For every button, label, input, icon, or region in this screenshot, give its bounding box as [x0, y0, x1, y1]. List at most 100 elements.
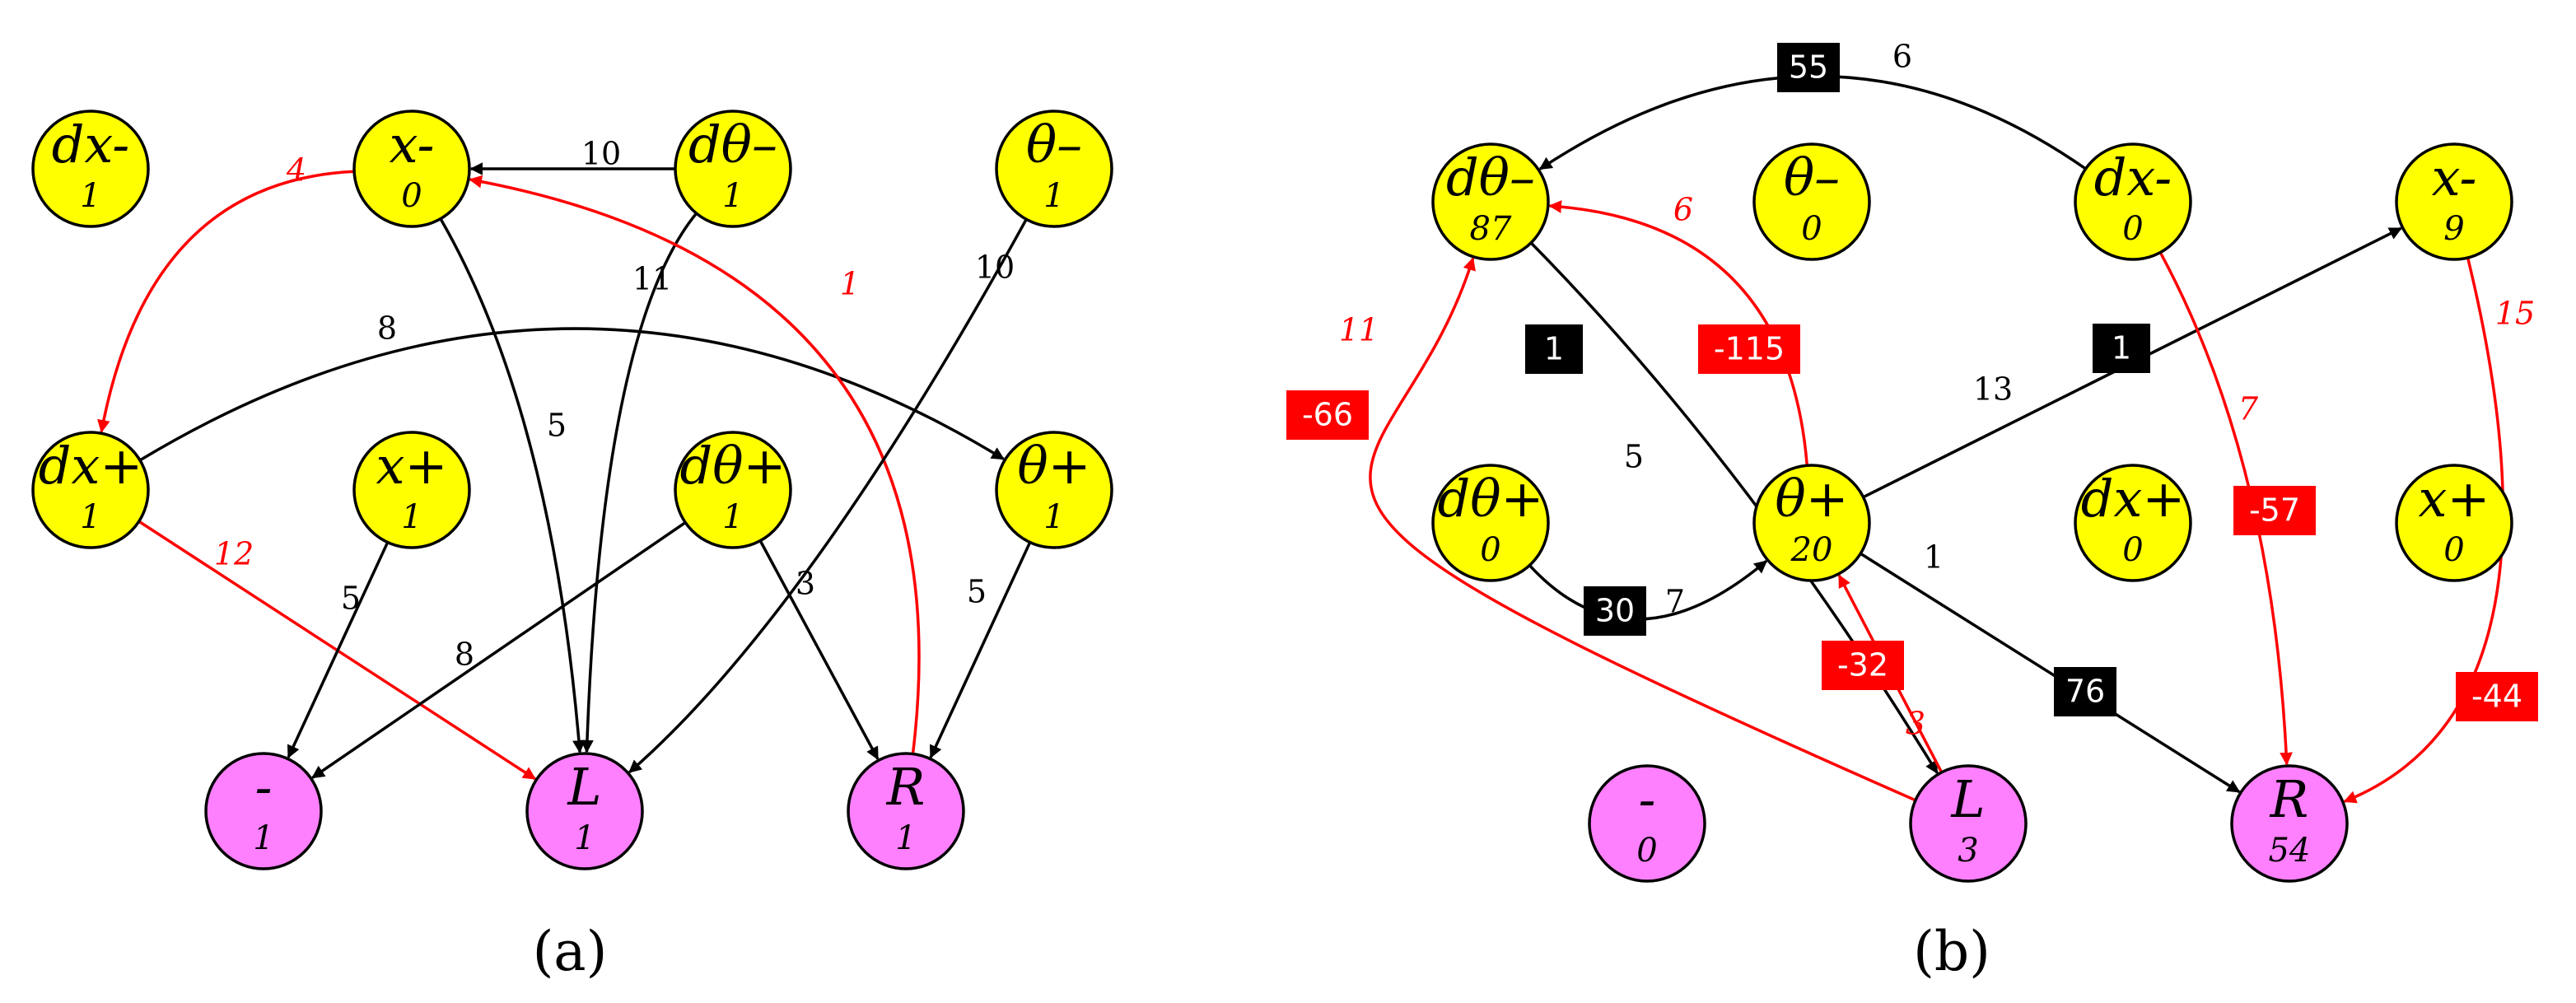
- node-value: 0: [2122, 210, 2143, 248]
- node-circle: [204, 752, 323, 870]
- edge-dthp-to-thp: 7 30: [1528, 559, 1768, 636]
- node-value: 1: [80, 177, 100, 215]
- node-label: L: [1950, 769, 1985, 829]
- node-label: dx-: [52, 114, 130, 175]
- node-label: x+: [2419, 469, 2490, 529]
- node-label: R: [886, 757, 926, 817]
- edge-L-to-dthm: 11-66: [1286, 257, 1916, 802]
- node-circle: [1909, 764, 2028, 883]
- node-dthp: dθ+1: [674, 431, 792, 549]
- edge-thp-to-xm: 131: [1862, 226, 2403, 499]
- edge-value-box: [1286, 390, 1369, 440]
- edge-value-box: [2456, 672, 2538, 721]
- edge-weight-label: 8: [377, 310, 397, 347]
- edge-value-label: -115: [1714, 331, 1785, 367]
- edge-dxp-to-thp: 8: [139, 310, 1005, 462]
- node-circle: [352, 431, 471, 549]
- node-label: x-: [390, 114, 435, 175]
- edge-weight-label: 1: [1924, 539, 1944, 576]
- edge-weight-label: 10: [581, 136, 621, 172]
- node-thp: θ+20: [1752, 464, 1871, 582]
- node-label: -: [1639, 769, 1656, 829]
- node-xm: x-9: [2395, 142, 2513, 261]
- edge-weight-label: 8: [455, 637, 474, 673]
- node-value: 1: [895, 819, 916, 857]
- node-value: 0: [1801, 210, 1822, 248]
- node-circle: [2395, 464, 2513, 582]
- node-value: 1: [722, 498, 743, 536]
- edge-weight-label: 15: [2495, 296, 2535, 332]
- edge-value-label: -32: [1837, 647, 1888, 683]
- edge-value-box: [2054, 667, 2116, 716]
- edge-line: [2343, 257, 2505, 804]
- node-L: L1: [525, 752, 644, 870]
- node-value: 1: [253, 819, 273, 857]
- edge-thp-to-R: 5: [929, 541, 1032, 759]
- node-circle: [31, 431, 150, 549]
- node-dthp: dθ+0: [1431, 464, 1550, 582]
- node-circle: [1588, 764, 1706, 883]
- edge-line: [1369, 257, 1916, 802]
- edge-thp-to-dthm: 6-115: [1548, 192, 1809, 466]
- edge-line: [439, 217, 586, 753]
- node-label: x+: [376, 436, 448, 496]
- edge-value-label: 76: [2065, 674, 2105, 710]
- node-circle: [2230, 764, 2349, 883]
- edge-value-box: [1698, 324, 1800, 374]
- node-circle: [2074, 142, 2192, 261]
- edge-weight-label: 5: [341, 581, 361, 617]
- edge-line: [758, 539, 880, 760]
- node-circle: [2074, 464, 2192, 582]
- edge-line: [628, 218, 1028, 774]
- node-label: dθ–: [688, 114, 777, 175]
- node-circle: [995, 431, 1113, 549]
- node-value: 1: [80, 498, 100, 536]
- node-value: 1: [1043, 498, 1064, 536]
- node-circle: [674, 110, 792, 228]
- node-dxp: dx+0: [2074, 464, 2192, 582]
- panel-b-caption: (b): [1913, 920, 1990, 983]
- edge-weight-label: 10: [975, 250, 1015, 286]
- edge-value-box: [1525, 324, 1583, 374]
- node-value: 0: [401, 177, 422, 215]
- edge-R-to-xm: 1: [469, 175, 921, 754]
- edge-weight-label: 7: [1665, 584, 1685, 620]
- node-none: -1: [204, 752, 323, 870]
- edge-line: [139, 327, 1005, 462]
- node-circle: [352, 110, 471, 228]
- edge-value-box: [1777, 43, 1840, 92]
- edge-line: [287, 541, 390, 759]
- edge-value-label: 1: [1544, 331, 1564, 367]
- edge-xm-to-dxp: 4: [97, 152, 355, 433]
- edge-dthm-to-L: 51: [1525, 241, 1939, 774]
- edge-dthm-to-xm: 10: [469, 136, 675, 175]
- edge-value-label: 55: [1789, 49, 1828, 86]
- node-label: dx-: [2094, 147, 2172, 208]
- edge-weight-label: 13: [1973, 371, 2013, 408]
- node-R: R54: [2230, 764, 2349, 883]
- node-label: -: [255, 757, 273, 817]
- node-value: 1: [1043, 177, 1064, 215]
- node-value: 20: [1790, 531, 1833, 569]
- edge-line: [2158, 251, 2293, 766]
- node-circle: [995, 110, 1113, 228]
- node-label: dθ+: [1438, 469, 1544, 529]
- node-value: 87: [1470, 210, 1512, 248]
- node-xp: x+0: [2395, 464, 2513, 582]
- node-circle: [1431, 464, 1550, 582]
- node-value: 1: [401, 498, 422, 536]
- edge-weight-label: 4: [286, 152, 306, 189]
- node-label: dx+: [39, 436, 143, 496]
- edge-line: [469, 175, 921, 754]
- edge-dthp-to-R: 3: [758, 539, 880, 760]
- node-dthm: dθ–1: [674, 110, 792, 228]
- node-xp: x+1: [352, 431, 471, 549]
- edge-xp-to-none: 5: [287, 541, 390, 759]
- node-dxp: dx+1: [31, 431, 150, 549]
- node-value: 1: [574, 819, 595, 857]
- edge-value-label: 30: [1595, 593, 1635, 629]
- edge-value-label: -57: [2249, 492, 2300, 529]
- edge-weight-label: 11: [632, 261, 672, 297]
